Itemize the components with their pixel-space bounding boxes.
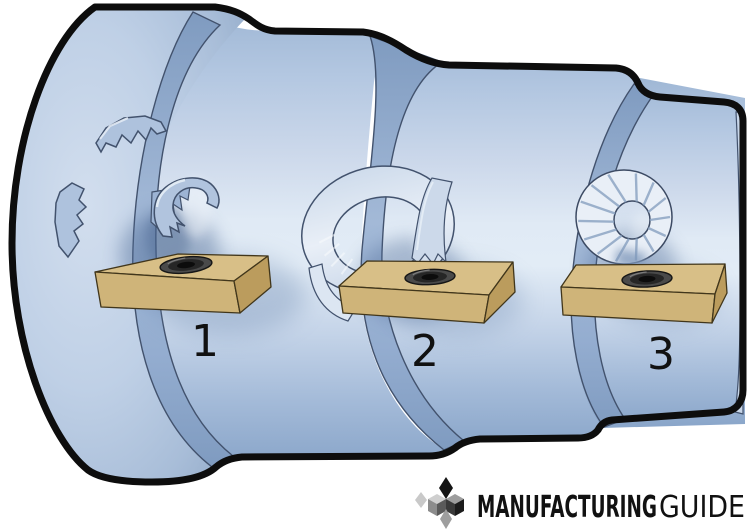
chip-fragment-a-highlight	[99, 116, 129, 140]
chip-fragment-b-icon	[54, 182, 88, 259]
insert-3-side-face	[711, 263, 728, 324]
station-label-2: 2	[411, 326, 439, 377]
logo-text-secondary: GUIDE	[659, 490, 745, 525]
hook-chip-icon	[153, 177, 220, 238]
logo-text-primary: MANUFACTURING	[477, 490, 657, 525]
brand-logo: MANUFACTURING GUIDE	[415, 477, 745, 529]
cutting-insert-3	[560, 263, 728, 324]
spiral-chip-streaks	[318, 233, 354, 275]
chip-fragments-station-1	[54, 115, 220, 259]
curled-chip-corrugations	[578, 173, 671, 262]
insert-3-screw-icon	[621, 270, 673, 288]
station-label-1: 1	[191, 316, 219, 367]
insert-2-side-face	[483, 261, 516, 324]
insert-1-side-face	[233, 255, 272, 314]
logo-cubes-icon	[415, 477, 464, 529]
insert-2-screw-icon	[404, 268, 456, 286]
hook-chip-highlight	[155, 178, 186, 208]
insert-1-screw-icon	[159, 255, 213, 275]
cutting-insert-2	[338, 260, 516, 324]
station-label-3: 3	[647, 329, 675, 380]
spiral-chip-feed-strip-highlight	[416, 181, 434, 251]
workpiece-section-2-surface	[368, 34, 640, 448]
station-labels: 1 2 3	[191, 316, 675, 380]
workpiece-section-1-surface	[132, 11, 448, 466]
cutting-insert-1	[94, 253, 272, 314]
workpiece-outline	[8, 3, 747, 486]
